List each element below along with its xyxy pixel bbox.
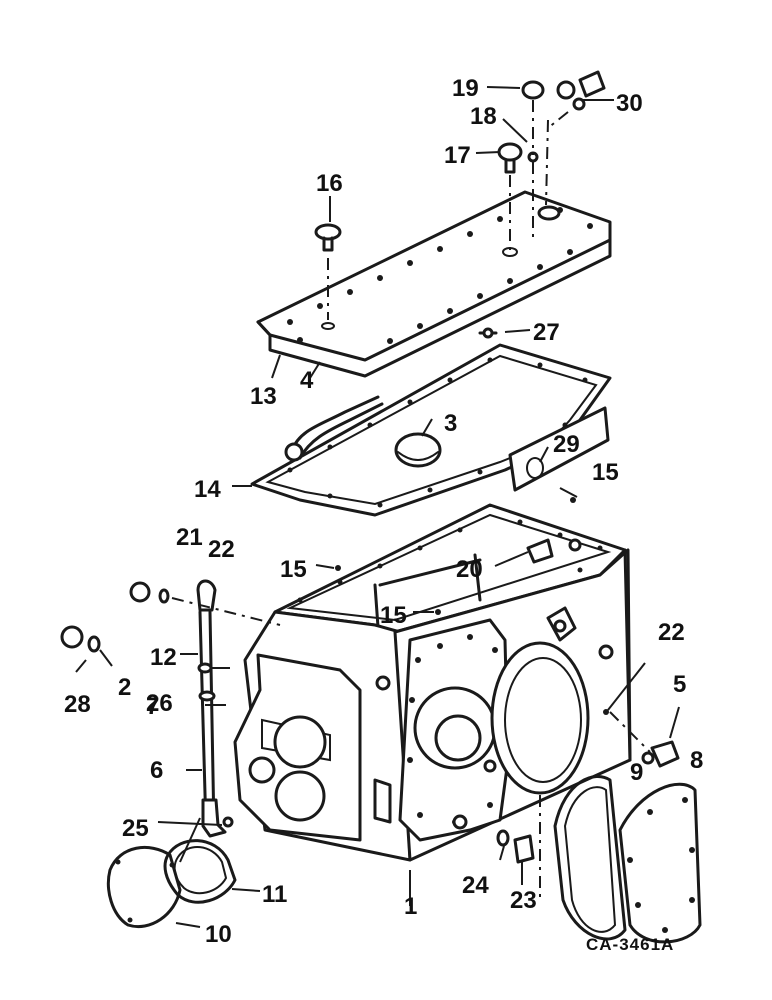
callout-30: 30: [616, 90, 643, 117]
hardware-parts: [60, 70, 680, 864]
pto-cover: [106, 846, 182, 928]
callout-4: 4: [300, 367, 314, 394]
callout-13: 13: [250, 383, 277, 410]
alignment-lines: [171, 100, 651, 900]
callout-8: 8: [690, 747, 703, 774]
transmission-housing: [233, 503, 632, 862]
callout-15-upper: 15: [592, 459, 619, 486]
side-cover-plate: [618, 782, 702, 944]
side-plate: [508, 406, 610, 492]
callout-3: 3: [444, 410, 457, 437]
figure-code: CA-3461A: [586, 935, 674, 954]
callout-21: 21: [176, 524, 203, 551]
callout-6: 6: [150, 757, 163, 784]
callout-19: 19: [452, 75, 479, 102]
callout-27: 27: [533, 319, 560, 346]
callout-15-inner: 15: [380, 602, 407, 629]
callout-22-left: 22: [208, 536, 235, 563]
breather-tube: [284, 395, 384, 462]
callout-11: 11: [262, 881, 287, 908]
callout-12: 12: [150, 644, 177, 671]
callout-18: 18: [470, 103, 497, 130]
leader-lines: [75, 86, 680, 928]
callout-25: 25: [122, 815, 149, 842]
callout-28: 28: [64, 691, 91, 718]
top-cover-plate: [256, 190, 612, 378]
callout-22-right: 22: [658, 619, 685, 646]
fill-tube: [196, 579, 227, 838]
callout-5: 5: [673, 671, 686, 698]
callout-2: 2: [118, 674, 131, 701]
callout-29: 29: [553, 431, 580, 458]
callout-14: 14: [194, 476, 221, 503]
pto-cover-gasket: [163, 839, 237, 904]
callout-26: 26: [146, 690, 173, 717]
callout-24: 24: [462, 872, 489, 899]
callout-10: 10: [205, 921, 232, 948]
callout-17: 17: [444, 142, 471, 169]
callout-20: 20: [456, 556, 483, 583]
callout-15-left: 15: [280, 556, 307, 583]
inspection-plug: [394, 432, 442, 468]
callout-9: 9: [630, 759, 643, 786]
callout-1: 1: [404, 893, 417, 920]
callout-16: 16: [316, 170, 343, 197]
callout-23: 23: [510, 887, 537, 914]
callout-7: 7: [146, 693, 159, 720]
side-cover-gasket: [553, 775, 627, 941]
